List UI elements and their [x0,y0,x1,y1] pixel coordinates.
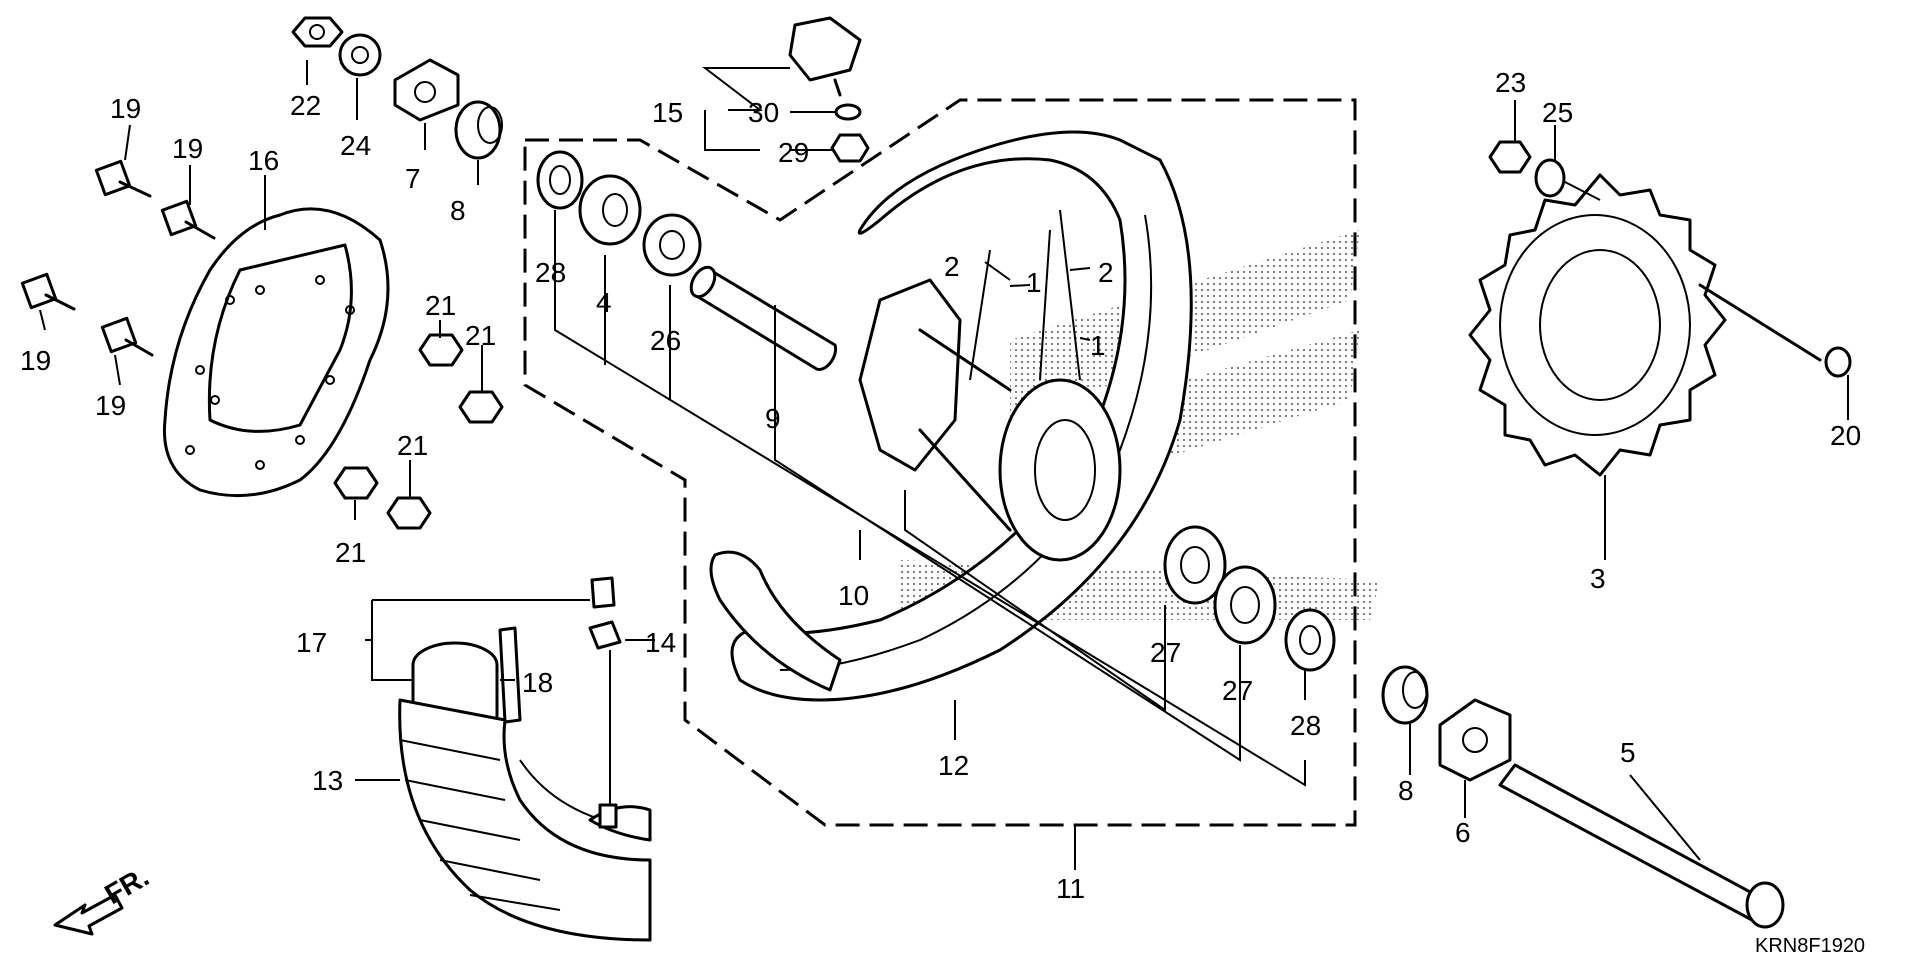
callout-19: 19 [172,133,203,164]
sprocket-3[interactable] [1468,173,1727,477]
callout-2: 2 [944,251,960,282]
washer-24[interactable] [338,33,382,77]
callout-21: 21 [465,320,496,351]
callout-19: 19 [20,345,51,376]
diagram-code: KRN8F1920 [1755,935,1865,957]
callout-17: 17 [296,627,327,658]
callout-23: 23 [1495,67,1526,98]
brake-disc[interactable] [162,207,390,498]
callout-4: 4 [596,287,612,318]
leader-lines [39,60,1849,870]
callout-13: 13 [312,765,343,796]
callout-29: 29 [778,137,809,168]
bearing-27-b[interactable] [1213,565,1277,645]
callout-18: 18 [522,667,553,698]
bearing-27-a[interactable] [1163,525,1227,605]
wheel-assembly-outline [523,98,1357,827]
callout-12: 12 [938,750,969,781]
callout-14: 14 [645,627,676,658]
callout-6: 6 [1455,817,1471,848]
callout-1: 1 [1026,267,1042,298]
chain-guide-15[interactable] [788,16,862,97]
callout-10: 10 [838,580,869,611]
bolt-19-a[interactable] [94,159,152,198]
hub-flange-4[interactable] [578,174,642,246]
callout-8: 8 [1398,775,1414,806]
callout-21: 21 [335,537,366,568]
callout-22: 22 [290,90,321,121]
callout-19: 19 [95,390,126,421]
callout-25: 25 [1542,97,1573,128]
front-direction-arrow: FR. [53,861,154,936]
nut-23[interactable] [1488,140,1532,174]
callout-labels: 1 1 2 2 3 4 5 6 7 8 8 9 10 11 12 13 14 1… [20,67,1861,904]
callout-28: 28 [1290,710,1321,741]
callout-11: 11 [1056,873,1085,904]
callout-20: 20 [1830,420,1861,451]
callout-26: 26 [650,325,681,356]
callout-8: 8 [450,195,466,226]
callout-7: 7 [405,163,421,194]
collar-8-b[interactable] [1381,665,1429,725]
bolt-20[interactable] [1698,283,1852,378]
nut-21-a[interactable] [418,333,464,367]
nut-29[interactable] [830,133,870,163]
adjuster-6[interactable] [1438,698,1512,782]
dust-seal-28-left[interactable] [536,150,584,210]
bolt-19-b[interactable] [160,199,216,240]
valve-nut-14[interactable] [588,620,622,650]
callout-19: 19 [110,93,141,124]
callout-27: 27 [1222,675,1253,706]
callout-27: 27 [1150,637,1181,668]
rim-band-12[interactable] [709,550,842,692]
callout-16: 16 [248,145,279,176]
callout-1: 1 [1090,330,1106,361]
nut-21-d[interactable] [386,496,432,530]
valve-cap-17[interactable] [590,576,616,609]
nut-21-b[interactable] [458,390,504,424]
callout-30: 30 [748,97,779,128]
callout-28: 28 [535,257,566,288]
callout-2: 2 [1098,257,1114,288]
callout-24: 24 [340,130,371,161]
wheel-hub[interactable] [858,209,1122,562]
callout-5: 5 [1620,737,1636,768]
collar-8-a[interactable] [454,100,503,160]
bolt-19-c[interactable] [20,272,76,311]
callout-21: 21 [425,290,456,321]
spacer-9[interactable] [686,263,838,371]
callout-21: 21 [397,430,428,461]
washer-25[interactable] [1534,158,1566,198]
bolt-19-d[interactable] [100,316,154,357]
nut-22[interactable] [291,16,344,48]
axle-5[interactable] [1498,763,1785,929]
callout-15: 15 [652,97,683,128]
nut-21-c[interactable] [333,466,379,500]
bearing-26[interactable] [642,213,702,277]
washer-30[interactable] [834,103,862,121]
tire-13[interactable] [398,698,652,942]
adjuster-7[interactable] [393,58,460,122]
callout-9: 9 [765,403,781,434]
callout-3: 3 [1590,563,1606,594]
dust-seal-28-right[interactable] [1284,608,1336,672]
